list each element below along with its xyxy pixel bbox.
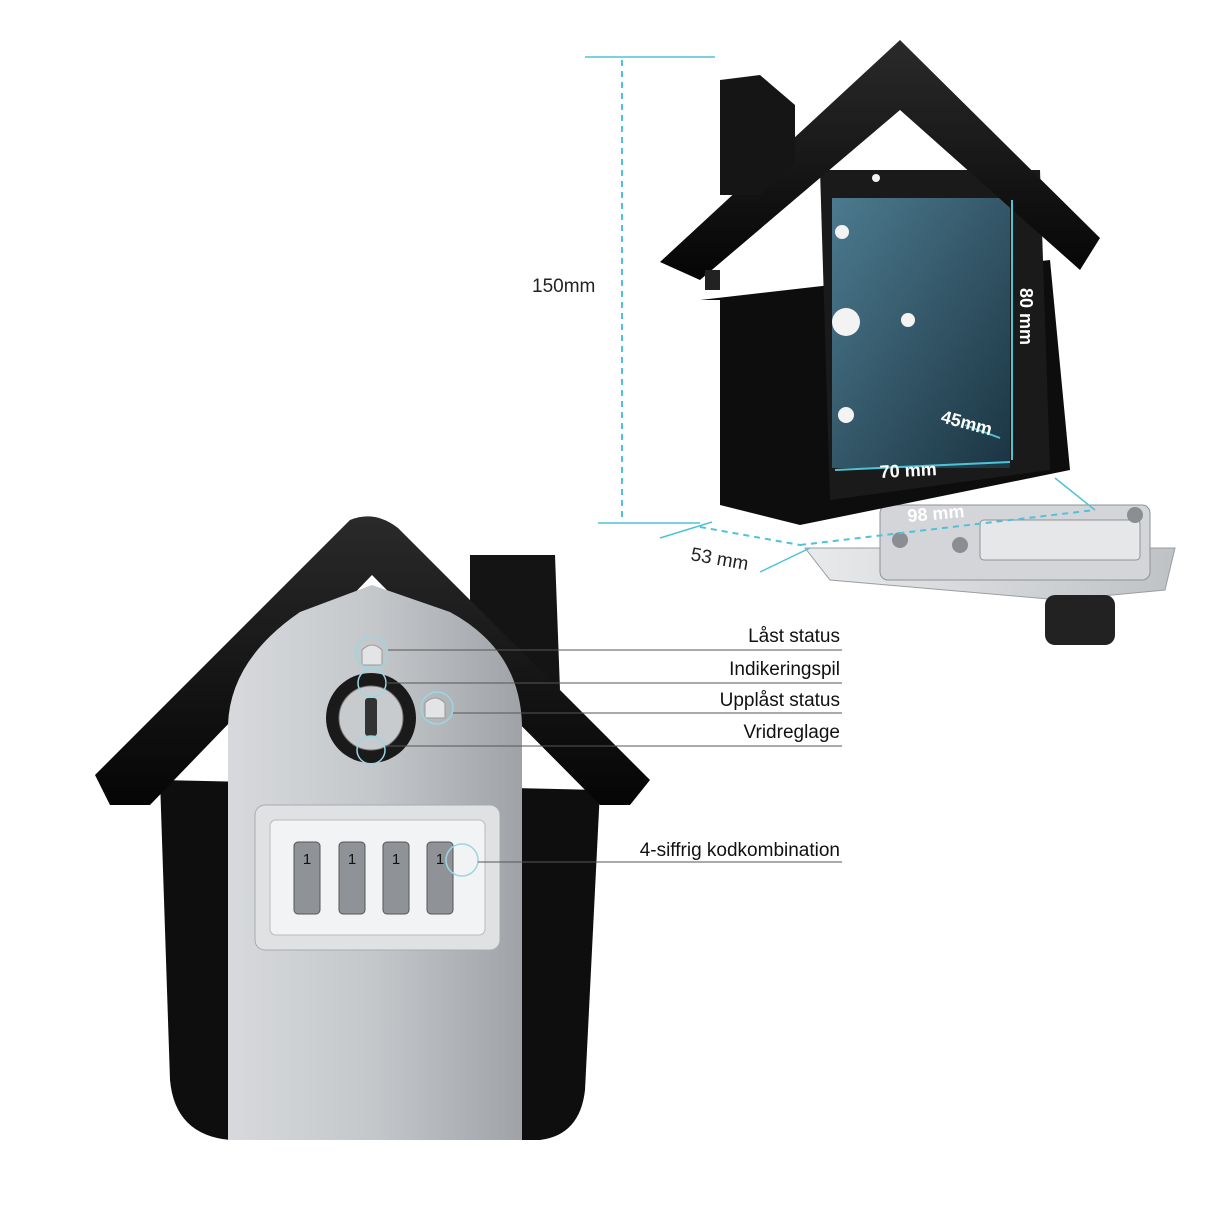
inner-width-dimension-label: 70 mm <box>879 459 937 482</box>
depth-dimension-label: 53 mm <box>689 544 750 575</box>
dial-digit: 1 <box>392 851 400 868</box>
callout-indicator-arrow: Indikeringspil <box>729 659 840 680</box>
combination-dial[interactable]: 1 <box>426 841 454 915</box>
callout-turn-knob: Vridreglage <box>744 722 840 743</box>
callout-combination: 4-siffrig kodkombination <box>640 840 840 861</box>
callout-unlocked-status: Upplåst status <box>720 690 840 711</box>
combination-dial[interactable]: 1 <box>293 841 321 915</box>
dial-digit: 1 <box>303 851 311 868</box>
open-lockbox-image <box>660 40 1176 645</box>
closed-lockbox-image <box>95 516 650 1140</box>
combination-dial[interactable]: 1 <box>338 841 366 915</box>
height-dimension-label: 150mm <box>532 276 595 297</box>
dial-digit: 1 <box>436 851 444 868</box>
inner-height-dimension-label: 80 mm <box>1016 288 1036 345</box>
width-dimension-label: 98 mm <box>907 501 966 526</box>
dimension-lines <box>585 56 1096 573</box>
callout-locked-status: Låst status <box>748 626 840 647</box>
combination-dial[interactable]: 1 <box>382 841 410 915</box>
callout-lines <box>385 649 842 863</box>
dial-digit: 1 <box>348 851 356 868</box>
